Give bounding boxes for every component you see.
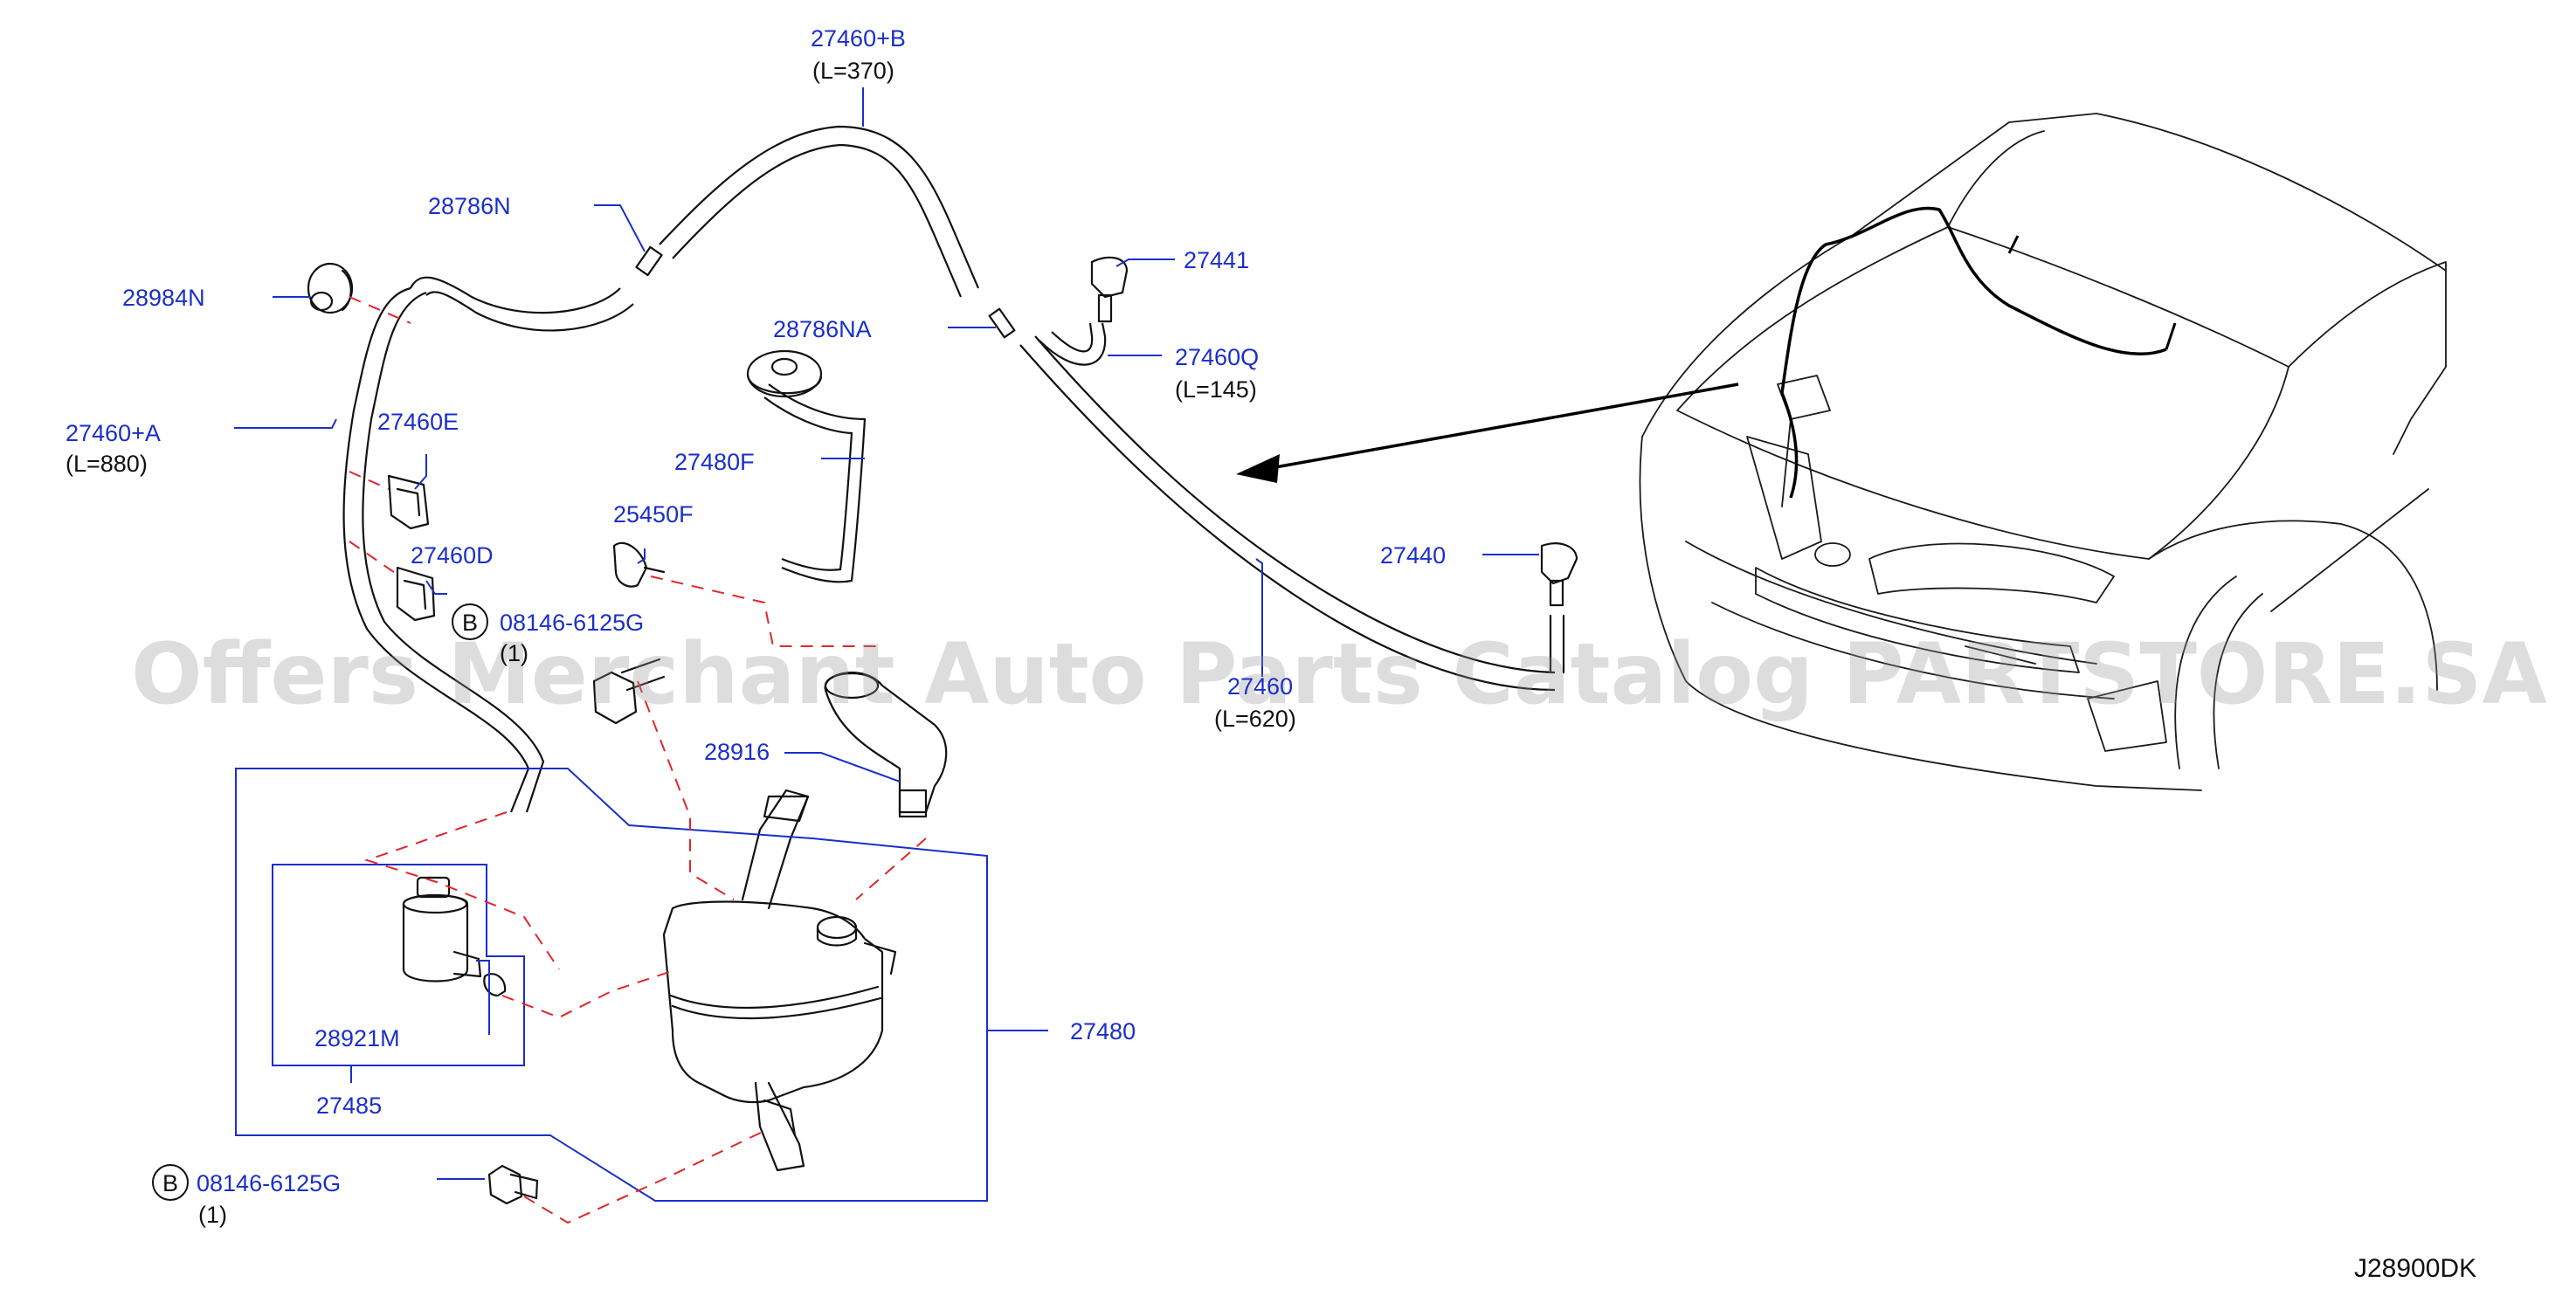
label-28984n[interactable]: 28984N <box>122 285 205 311</box>
diagram-code: J28900DK <box>2354 1254 2476 1283</box>
hose-27460-plus-b <box>659 125 980 298</box>
label-28916[interactable]: 28916 <box>704 739 770 765</box>
label-25450f[interactable]: 25450F <box>613 501 694 527</box>
label-27485[interactable]: 27485 <box>316 1093 382 1119</box>
label-28921m[interactable]: 28921M <box>314 1025 400 1051</box>
nozzle-27441 <box>1090 256 1129 323</box>
leader-lines <box>234 87 1539 1202</box>
label-28786na[interactable]: 28786NA <box>773 316 872 342</box>
joint-28786n <box>635 245 663 277</box>
joint-28786na <box>988 307 1016 339</box>
tube-27480f <box>763 383 867 583</box>
watermark-text: Offers Merchant Auto Parts Catalog PARTS… <box>131 625 2547 723</box>
neck-28916 <box>824 672 948 818</box>
hose-27460 <box>1019 335 1556 692</box>
label-27460-length: (L=620) <box>1214 706 1296 732</box>
cap-28786na <box>746 349 823 398</box>
hose-27460q <box>1039 322 1107 366</box>
label-27460a-length: (L=880) <box>66 451 148 477</box>
bolt-badge-upper: B <box>452 603 488 640</box>
label-27460q[interactable]: 27460Q <box>1175 344 1259 370</box>
bolt-upper <box>592 658 666 725</box>
clip-27460d <box>396 566 436 622</box>
label-27460[interactable]: 27460 <box>1227 673 1293 700</box>
clip-27460e <box>387 474 430 530</box>
label-08146-lower[interactable]: 08146-6125G <box>197 1170 341 1196</box>
label-27460b[interactable]: 27460+B <box>811 25 906 52</box>
washer-tank-27480 <box>662 789 897 1172</box>
bolt-lower <box>487 1164 539 1205</box>
hose-27460-plus-a <box>342 286 545 813</box>
label-27460d[interactable]: 27460D <box>411 542 494 569</box>
grommet-28984n <box>307 262 354 314</box>
label-08146-lower-qty: (1) <box>198 1202 227 1228</box>
label-08146-upper-qty: (1) <box>500 640 528 666</box>
part-labels: 27460+B (L=370) 28786N 28984N 27460+A (L… <box>66 25 2476 1283</box>
nozzle-27440 <box>1540 542 1578 674</box>
label-27480f[interactable]: 27480F <box>674 449 755 475</box>
label-27460a[interactable]: 27460+A <box>66 420 161 446</box>
bolt-badge-upper-letter: B <box>462 610 478 636</box>
reference-arrow <box>1236 383 1739 483</box>
dashed-leaders <box>349 296 927 1224</box>
vehicle-front-illustration <box>1639 113 2447 791</box>
label-27460b-length: (L=370) <box>812 58 894 84</box>
label-28786n[interactable]: 28786N <box>428 193 511 219</box>
label-27440[interactable]: 27440 <box>1380 542 1446 569</box>
bolt-badge-lower: B <box>152 1164 189 1201</box>
label-27441[interactable]: 27441 <box>1184 247 1249 273</box>
bolt-badge-lower-letter: B <box>162 1170 178 1196</box>
label-08146-upper[interactable]: 08146-6125G <box>500 610 644 636</box>
label-27480[interactable]: 27480 <box>1070 1018 1136 1044</box>
hose-27460-plus-a-top <box>410 276 634 332</box>
label-27460e[interactable]: 27460E <box>377 409 459 435</box>
label-27460q-length: (L=145) <box>1175 376 1257 403</box>
pipe-25450f <box>612 541 666 588</box>
